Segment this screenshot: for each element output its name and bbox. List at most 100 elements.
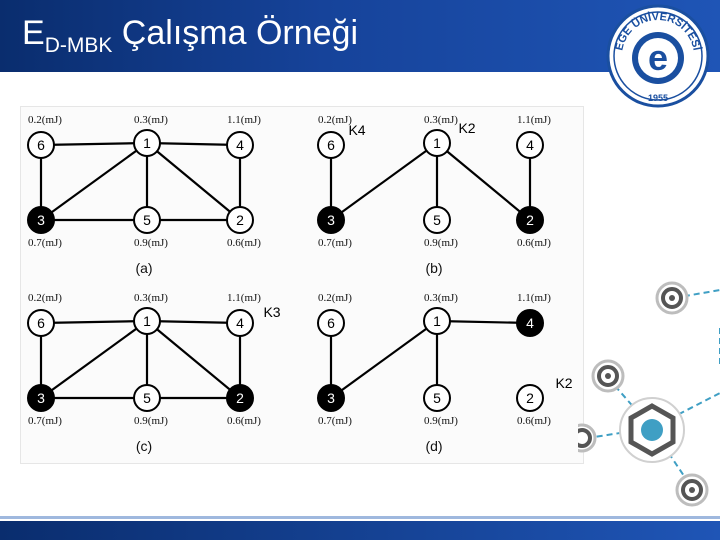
edge-1-4 [436, 319, 531, 325]
node-1 [423, 307, 451, 335]
node-3 [27, 206, 55, 234]
graph-panel-b: 0.2(mJ) 0.3(mJ) 1.1(mJ) 0.7(mJ) 0.9(mJ) 0.6(m… [317, 114, 551, 276]
edge-1-4 [146, 319, 241, 325]
ring-node-icon [578, 423, 597, 453]
node-5 [423, 206, 451, 234]
edge-1-2 [436, 142, 531, 221]
node-label-2: 2 [236, 212, 244, 228]
energy-label-1: 0.3(mJ) [424, 292, 458, 304]
node-1 [133, 307, 161, 335]
energy-label-2: 0.6(mJ) [227, 415, 261, 427]
energy-label-6: 0.2(mJ) [318, 114, 352, 126]
node-4 [516, 131, 544, 159]
panel-caption-d: (d) [425, 438, 442, 454]
node-label-4: 4 [526, 315, 534, 331]
energy-label-1: 0.3(mJ) [134, 292, 168, 304]
ring-node-icon [655, 281, 689, 315]
node-3 [27, 384, 55, 412]
node-label-6: 6 [37, 137, 45, 153]
cluster-diagram-figure: 0.2(mJ) 0.3(mJ) 1.1(mJ) 0.7(mJ) 0.9(mJ) 0.6(m… [20, 106, 584, 464]
node-1 [423, 129, 451, 157]
node-2 [226, 206, 254, 234]
node-3 [317, 384, 345, 412]
title-subscript: D-MBK [44, 33, 113, 57]
panel-caption-b: (b) [425, 260, 442, 276]
node-4 [226, 309, 254, 337]
node-5 [133, 206, 161, 234]
panel-caption-a: (a) [135, 260, 152, 276]
node-2 [516, 384, 544, 412]
footer-bar [0, 521, 720, 540]
node-label-6: 6 [37, 315, 45, 331]
node-label-3: 3 [327, 390, 335, 406]
energy-label-5: 0.9(mJ) [424, 415, 458, 427]
node-label-6: 6 [327, 315, 335, 331]
node-label-1: 1 [433, 313, 441, 329]
node-2 [516, 206, 544, 234]
ring-node-icon [675, 473, 709, 507]
node-label-5: 5 [433, 212, 441, 228]
node-6 [27, 131, 55, 159]
energy-label-4: 1.1(mJ) [227, 292, 261, 304]
graph-panel-a: 0.2(mJ)0.3(mJ)1.1(mJ)0.7(mJ)0.9(mJ)0.6(m… [27, 114, 261, 276]
cluster-label-k2: K2 [555, 375, 572, 391]
node-label-1: 1 [143, 135, 151, 151]
node-5 [423, 384, 451, 412]
node-label-2: 2 [526, 212, 534, 228]
node-label-6: 6 [327, 137, 335, 153]
cluster-label-k2: K2 [458, 120, 475, 136]
node-label-2: 2 [236, 390, 244, 406]
node-label-3: 3 [37, 212, 45, 228]
energy-label-3: 0.7(mJ) [318, 237, 352, 249]
energy-label-3: 0.7(mJ) [318, 415, 352, 427]
edge-1-2 [146, 142, 241, 221]
node-label-1: 1 [433, 135, 441, 151]
graph-panel-d: 0.2(mJ)0.3(mJ)1.1(mJ)0.7(mJ)0.9(mJ)0.6(m… [317, 292, 573, 454]
footer-accent-line [0, 516, 720, 519]
node-label-4: 4 [526, 137, 534, 153]
node-label-4: 4 [236, 315, 244, 331]
edge-3-1 [330, 142, 438, 221]
node-label-3: 3 [327, 212, 335, 228]
edge-1-2 [146, 320, 241, 399]
slide-title: ED-MBK Çalışma Örneği [22, 14, 358, 58]
ring-node-icon [591, 359, 625, 393]
edge-3-1 [40, 142, 148, 221]
node-5 [133, 384, 161, 412]
node-label-3: 3 [37, 390, 45, 406]
energy-label-2: 0.6(mJ) [517, 237, 551, 249]
panel-caption-c: (c) [136, 438, 152, 454]
university-logo: EGE ÜNİVERSİTESİ e 1955 [606, 4, 710, 108]
node-label-5: 5 [143, 212, 151, 228]
graph-panel-c: 0.2(mJ)0.3(mJ)1.1(mJ)0.7(mJ)0.9(mJ)0.6(m… [27, 292, 281, 454]
energy-label-1: 0.3(mJ) [134, 114, 168, 126]
title-main: E [22, 14, 45, 52]
cluster-label-k4: K4 [348, 122, 365, 138]
cluster-label-k3: K3 [263, 304, 280, 320]
title-bar [0, 0, 720, 72]
energy-label-5: 0.9(mJ) [134, 415, 168, 427]
node-4 [516, 309, 544, 337]
energy-label-3: 0.7(mJ) [28, 237, 62, 249]
energy-label-4: 1.1(mJ) [517, 292, 551, 304]
edge-6-1 [40, 319, 148, 325]
node-6 [317, 309, 345, 337]
network-decoration [578, 281, 720, 507]
energy-label-4: 1.1(mJ) [517, 114, 551, 126]
node-3 [317, 206, 345, 234]
edge-3-1 [330, 320, 438, 399]
hexagon-hub-icon [619, 397, 685, 463]
node-6 [317, 131, 345, 159]
node-label-2: 2 [526, 390, 534, 406]
node-label-5: 5 [143, 390, 151, 406]
energy-label-5: 0.9(mJ) [424, 237, 458, 249]
node-label-1: 1 [143, 313, 151, 329]
energy-label-1: 0.3(mJ) [424, 114, 458, 126]
node-4 [226, 131, 254, 159]
logo-letter: e [648, 37, 668, 78]
edge-1-4 [146, 141, 241, 147]
edge-3-1 [40, 320, 148, 399]
edge-6-1 [40, 141, 148, 147]
energy-label-2: 0.6(mJ) [227, 237, 261, 249]
node-1 [133, 129, 161, 157]
